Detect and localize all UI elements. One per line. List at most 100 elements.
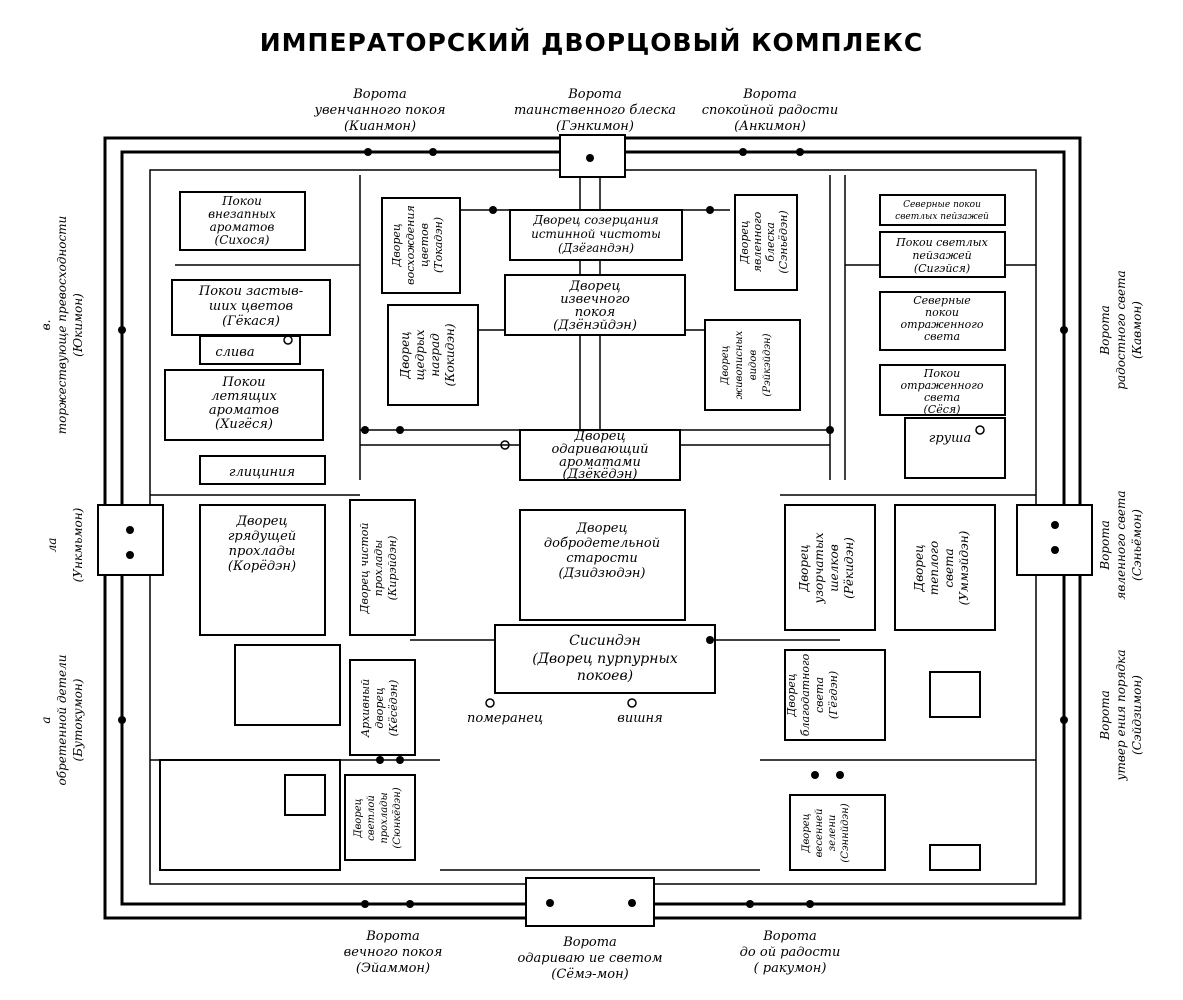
hall-label-line: (Хигёся) — [215, 417, 273, 432]
hall-label-line: Дворец — [797, 544, 811, 592]
hall-label-line: (Сэньёдэн) — [777, 210, 790, 273]
hall-label-line: Дворец — [390, 223, 403, 268]
junction — [489, 206, 497, 214]
building-dzenaiden — [504, 274, 686, 336]
gate-label-ankimon: Ворота спокойной радости (Анкимон) — [702, 87, 838, 134]
hall-label-line: (Гёгдэн) — [827, 671, 840, 719]
hall-label-line: прохлады — [379, 792, 390, 843]
hall-label-line: Дворец — [801, 813, 812, 853]
hall-label-line: благодатного — [799, 653, 812, 736]
hall-label-line: прохлады — [372, 540, 385, 596]
hall-label-line: летящих — [211, 389, 277, 404]
gate-label-kianmon: Ворота увенчанного покоя (Кианмон) — [313, 87, 445, 134]
hall-label-seiryoden: Дворец созерцания истинной чистоты (Дзёг… — [531, 213, 661, 255]
hall-label-line: грядущей — [228, 529, 296, 544]
hall-label-line: (Сэннйдэн) — [840, 803, 851, 862]
building-gekasya — [171, 279, 331, 336]
gate-label-line: а — [39, 716, 53, 723]
gate-post — [739, 148, 747, 156]
gate-label-eiammon: Ворота вечного покоя (Эйаммон) — [344, 929, 443, 976]
building-ryokiden — [784, 504, 876, 631]
junction — [811, 771, 819, 779]
gate-post — [118, 716, 126, 724]
hall-label-line: Дворец — [785, 673, 798, 718]
gate-label-seijimon: Ворота утвер ения порядка (Сэйдзимон) — [1098, 650, 1144, 782]
tree-marker — [283, 335, 293, 345]
junction — [376, 756, 384, 764]
hall-label-shosha: Покои отраженного света (Сёся) — [901, 367, 984, 416]
tree-label-pomeranets: померанец — [467, 711, 543, 726]
hall-label-line: весенней — [814, 809, 825, 858]
building-jokyoden — [519, 429, 681, 481]
hall-label-line: Покои светлых — [895, 236, 988, 249]
hall-label-line: живописных — [734, 330, 745, 399]
hall-label-ummeiden: Дворец теплого света (Уммэйдэн) — [912, 530, 971, 605]
hall-label-line: ароматов — [210, 220, 275, 234]
hall-label-line: (Уммэйдэн) — [957, 530, 971, 605]
hall-label-line: истинной чистоты — [531, 227, 661, 241]
gate-label-rakumon: Ворота до ой радости ( ракумон) — [740, 929, 841, 976]
hall-label-line: восхождения — [404, 205, 417, 285]
hall-label-line: (Сёся) — [924, 403, 961, 416]
hall-label-jijuden: Дворец добродетельной старости (Дзидзюдэ… — [544, 521, 660, 581]
diagram-title: ИМПЕРАТОРСКИЙ ДВОРЦОВЫЙ КОМПЛЕКС — [259, 28, 924, 57]
hall-label-line: Дворец — [568, 279, 620, 294]
gate-label-line: Ворота — [742, 87, 797, 102]
tree-label-glitsiniya: глициния — [229, 465, 295, 480]
building-east-pavilion — [929, 671, 981, 718]
gate-post — [546, 899, 554, 907]
hall-label-line: ароматами — [559, 455, 641, 470]
building-kitanokeishi — [879, 194, 1006, 226]
building-glitsiniya — [199, 455, 326, 485]
hall-label-line: Дворец — [575, 521, 627, 536]
hall-label-line: (Дзёкёдэн) — [562, 467, 637, 482]
building-seiryoden — [509, 209, 683, 261]
hall-label-line: одаривающий — [551, 442, 648, 457]
gate-label-line: Ворота — [365, 929, 420, 944]
gate-label-line: явленного света — [1114, 490, 1128, 599]
gate-label-line: Ворота — [567, 87, 622, 102]
building-grusha — [904, 417, 1006, 479]
hall-label-sikhosya: Покои внезапных ароматов (Сихося) — [208, 194, 276, 247]
hall-label-ryokiden2: Дворец весенней зелени (Сэннйдэн) — [801, 803, 851, 862]
gate-label-line: ла — [45, 538, 59, 553]
gate-label-ummeimon: ла (Ункмьмон) — [45, 507, 85, 582]
gate-post — [364, 148, 372, 156]
tree-marker — [500, 440, 510, 450]
hall-label-line: Покои — [221, 194, 262, 208]
gate-post — [806, 900, 814, 908]
hall-label-line: дворец — [373, 687, 386, 729]
gate-post — [429, 148, 437, 156]
building-ummeiden — [894, 504, 996, 631]
hall-label-line: покоя — [575, 305, 615, 320]
gate-post — [796, 148, 804, 156]
hall-label-tokadan: Дворец восхождения цветов (Токадэн) — [390, 205, 445, 285]
gate-label-line: радостного света — [1114, 270, 1128, 389]
hall-label-line: отраженного — [901, 318, 984, 331]
hall-label-line: (Токадэн) — [432, 217, 445, 273]
gate-label-line: (Гэнкимон) — [556, 119, 634, 134]
hall-label-line: Дворец чистой — [358, 523, 371, 615]
hall-label-line: шелков — [827, 544, 841, 592]
building-kyokaden — [784, 649, 886, 741]
gate-label-line: одариваю ие светом — [517, 951, 662, 966]
hall-label-line: Дворец — [353, 798, 364, 838]
building-shishinden — [494, 624, 716, 694]
hall-label-line: отраженного — [901, 379, 984, 392]
hall-label-line: Сисиндэн — [569, 633, 641, 649]
gate-label-shomeimon: Ворота одариваю ие светом (Сёмэ-мон) — [517, 935, 662, 982]
gate-label-line: (Кианмон) — [344, 119, 416, 134]
gate-label-line: (Анкимон) — [734, 119, 806, 134]
gate-label-line: (Бутокумон) — [71, 678, 85, 761]
hall-label-line: покои — [925, 306, 959, 319]
gate-label-kaimon: Ворота радостного света (Кавмон) — [1098, 270, 1144, 389]
building-shigeisha — [879, 231, 1006, 278]
hall-label-shunkoden: Дворец светлой прохлады (Сюнкёдэн) — [353, 787, 403, 848]
hall-label-line: наград — [428, 333, 442, 377]
hall-label-line: пейзажей — [912, 249, 971, 262]
gate-label-line: (Сэйдзимон) — [1130, 675, 1144, 755]
gate-label-line: (Юкимон) — [71, 293, 85, 357]
hall-label-line: света — [924, 391, 960, 404]
building-raimeiden — [704, 319, 801, 411]
hall-label-line: Покои застыв- — [198, 284, 303, 299]
